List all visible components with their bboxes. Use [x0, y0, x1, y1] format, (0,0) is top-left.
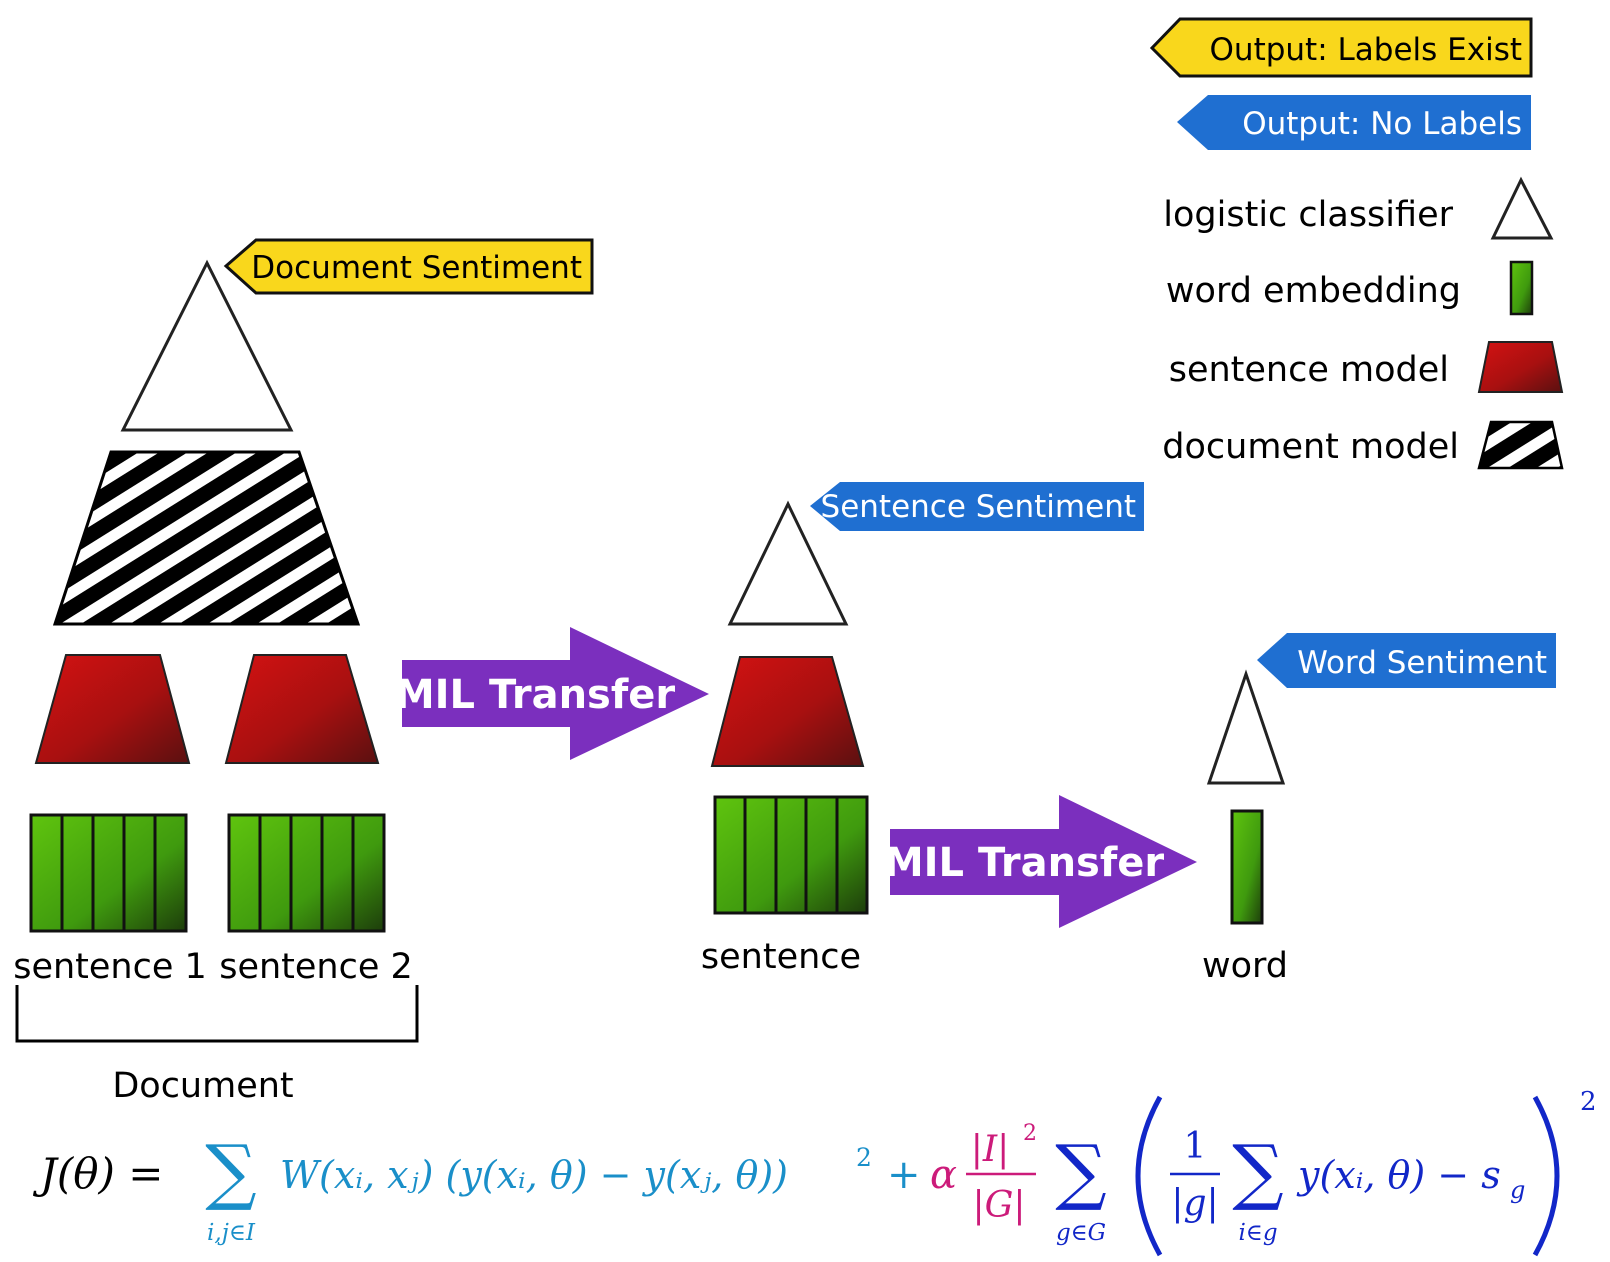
- formula-inner-numerator: 1: [1184, 1126, 1207, 1167]
- sentence-sentiment-tag: [810, 482, 1144, 531]
- sum-2-subscript: g∈G: [1056, 1220, 1106, 1246]
- formula-plus: +: [887, 1152, 921, 1198]
- word-label: word: [1202, 946, 1288, 986]
- legend: Output: Labels Exist Output: No Labels l…: [1149, 17, 1564, 470]
- legend-no-labels-tag: [1177, 95, 1531, 150]
- legend-logistic-classifier-text: logistic classifier: [1163, 195, 1453, 235]
- sentence-model-icon: [1477, 341, 1564, 393]
- formula-left-paren: [1135, 1095, 1163, 1257]
- formula-lhs: J(θ) =: [32, 1149, 163, 1198]
- mil-transfer-arrow-2: MIL Transfer: [884, 795, 1197, 928]
- word-embedding-block: [1230, 809, 1264, 925]
- mil-transfer-label-2: MIL Transfer: [884, 840, 1165, 886]
- sum-3-sigma: ∑: [1232, 1129, 1283, 1213]
- sum-3-subscript: i∈g: [1238, 1220, 1277, 1246]
- sentence-branch: Sentence Sentiment sentence: [701, 482, 1144, 977]
- legend-labels-exist-tag: [1149, 17, 1533, 78]
- legend-sentence-model-text: sentence model: [1169, 350, 1449, 390]
- sentence-model-trapezoid-1: [34, 654, 191, 764]
- document-sentiment-text: Document Sentiment: [251, 250, 582, 286]
- formula-inner-denominator: |g|: [1171, 1183, 1218, 1224]
- triangle-icon: [1490, 176, 1554, 240]
- legend-labels-exist-text: Output: Labels Exist: [1210, 32, 1522, 68]
- word-embedding-icon: [1509, 260, 1534, 316]
- mil-transfer-label-1: MIL Transfer: [395, 672, 676, 718]
- sentence-1-embeddings: [29, 813, 188, 933]
- sentence-model-trapezoid-3: [710, 656, 865, 767]
- sum-2-sigma: ∑: [1055, 1129, 1106, 1213]
- sentence-label: sentence: [701, 937, 861, 977]
- sum-1-subscript: i,j∈I: [207, 1220, 256, 1246]
- formula-square-1: 2: [856, 1143, 872, 1172]
- objective-formula: J(θ) = ∑ i,j∈I W(xᵢ, xⱼ) (y(xᵢ, θ) − y(x…: [32, 1087, 1597, 1257]
- sentence-model-trapezoid-2: [224, 654, 380, 764]
- formula-term-2: y(xᵢ, θ) − s: [1296, 1153, 1501, 1197]
- document-branch: Document Sentiment sentence 1 sentence 2…: [13, 238, 594, 1106]
- formula-frac-numerator-power: 2: [1023, 1121, 1037, 1146]
- legend-no-labels-text: Output: No Labels: [1242, 106, 1522, 142]
- formula-alpha: α: [930, 1152, 957, 1198]
- formula-frac-denominator: |G|: [972, 1185, 1025, 1226]
- mil-transfer-arrow-1: MIL Transfer: [395, 627, 709, 760]
- legend-word-embedding-text: word embedding: [1166, 271, 1461, 311]
- legend-document-model-text: document model: [1162, 427, 1459, 467]
- document-classifier-triangle: [120, 259, 294, 432]
- sentence-2-embeddings: [227, 813, 386, 933]
- sum-1-sigma: ∑: [205, 1129, 256, 1213]
- sentence-2-label: sentence 2: [219, 947, 413, 987]
- sentence-sentiment-text: Sentence Sentiment: [821, 489, 1136, 525]
- formula-right-paren: [1532, 1095, 1560, 1257]
- document-sentiment-tag: [223, 238, 594, 295]
- document-bracket: [15, 985, 419, 1043]
- formula-term-2-subscript: g: [1510, 1176, 1525, 1204]
- word-classifier-triangle: [1206, 669, 1286, 785]
- formula-frac-numerator: |I|: [971, 1129, 1009, 1170]
- word-sentiment-text: Word Sentiment: [1297, 645, 1547, 681]
- formula-term-1: W(xᵢ, xⱼ) (y(xᵢ, θ) − y(xⱼ, θ)): [280, 1153, 788, 1197]
- sentence-1-label: sentence 1: [13, 947, 207, 987]
- document-model-icon: [1477, 420, 1564, 470]
- sentence-embeddings: [713, 795, 869, 915]
- document-model-trapezoid: [52, 450, 361, 626]
- word-branch: Word Sentiment word: [1202, 633, 1556, 986]
- formula-square-2: 2: [1580, 1087, 1597, 1117]
- word-sentiment-tag: [1257, 633, 1556, 688]
- document-label: Document: [112, 1066, 293, 1106]
- sentence-classifier-triangle: [727, 500, 849, 626]
